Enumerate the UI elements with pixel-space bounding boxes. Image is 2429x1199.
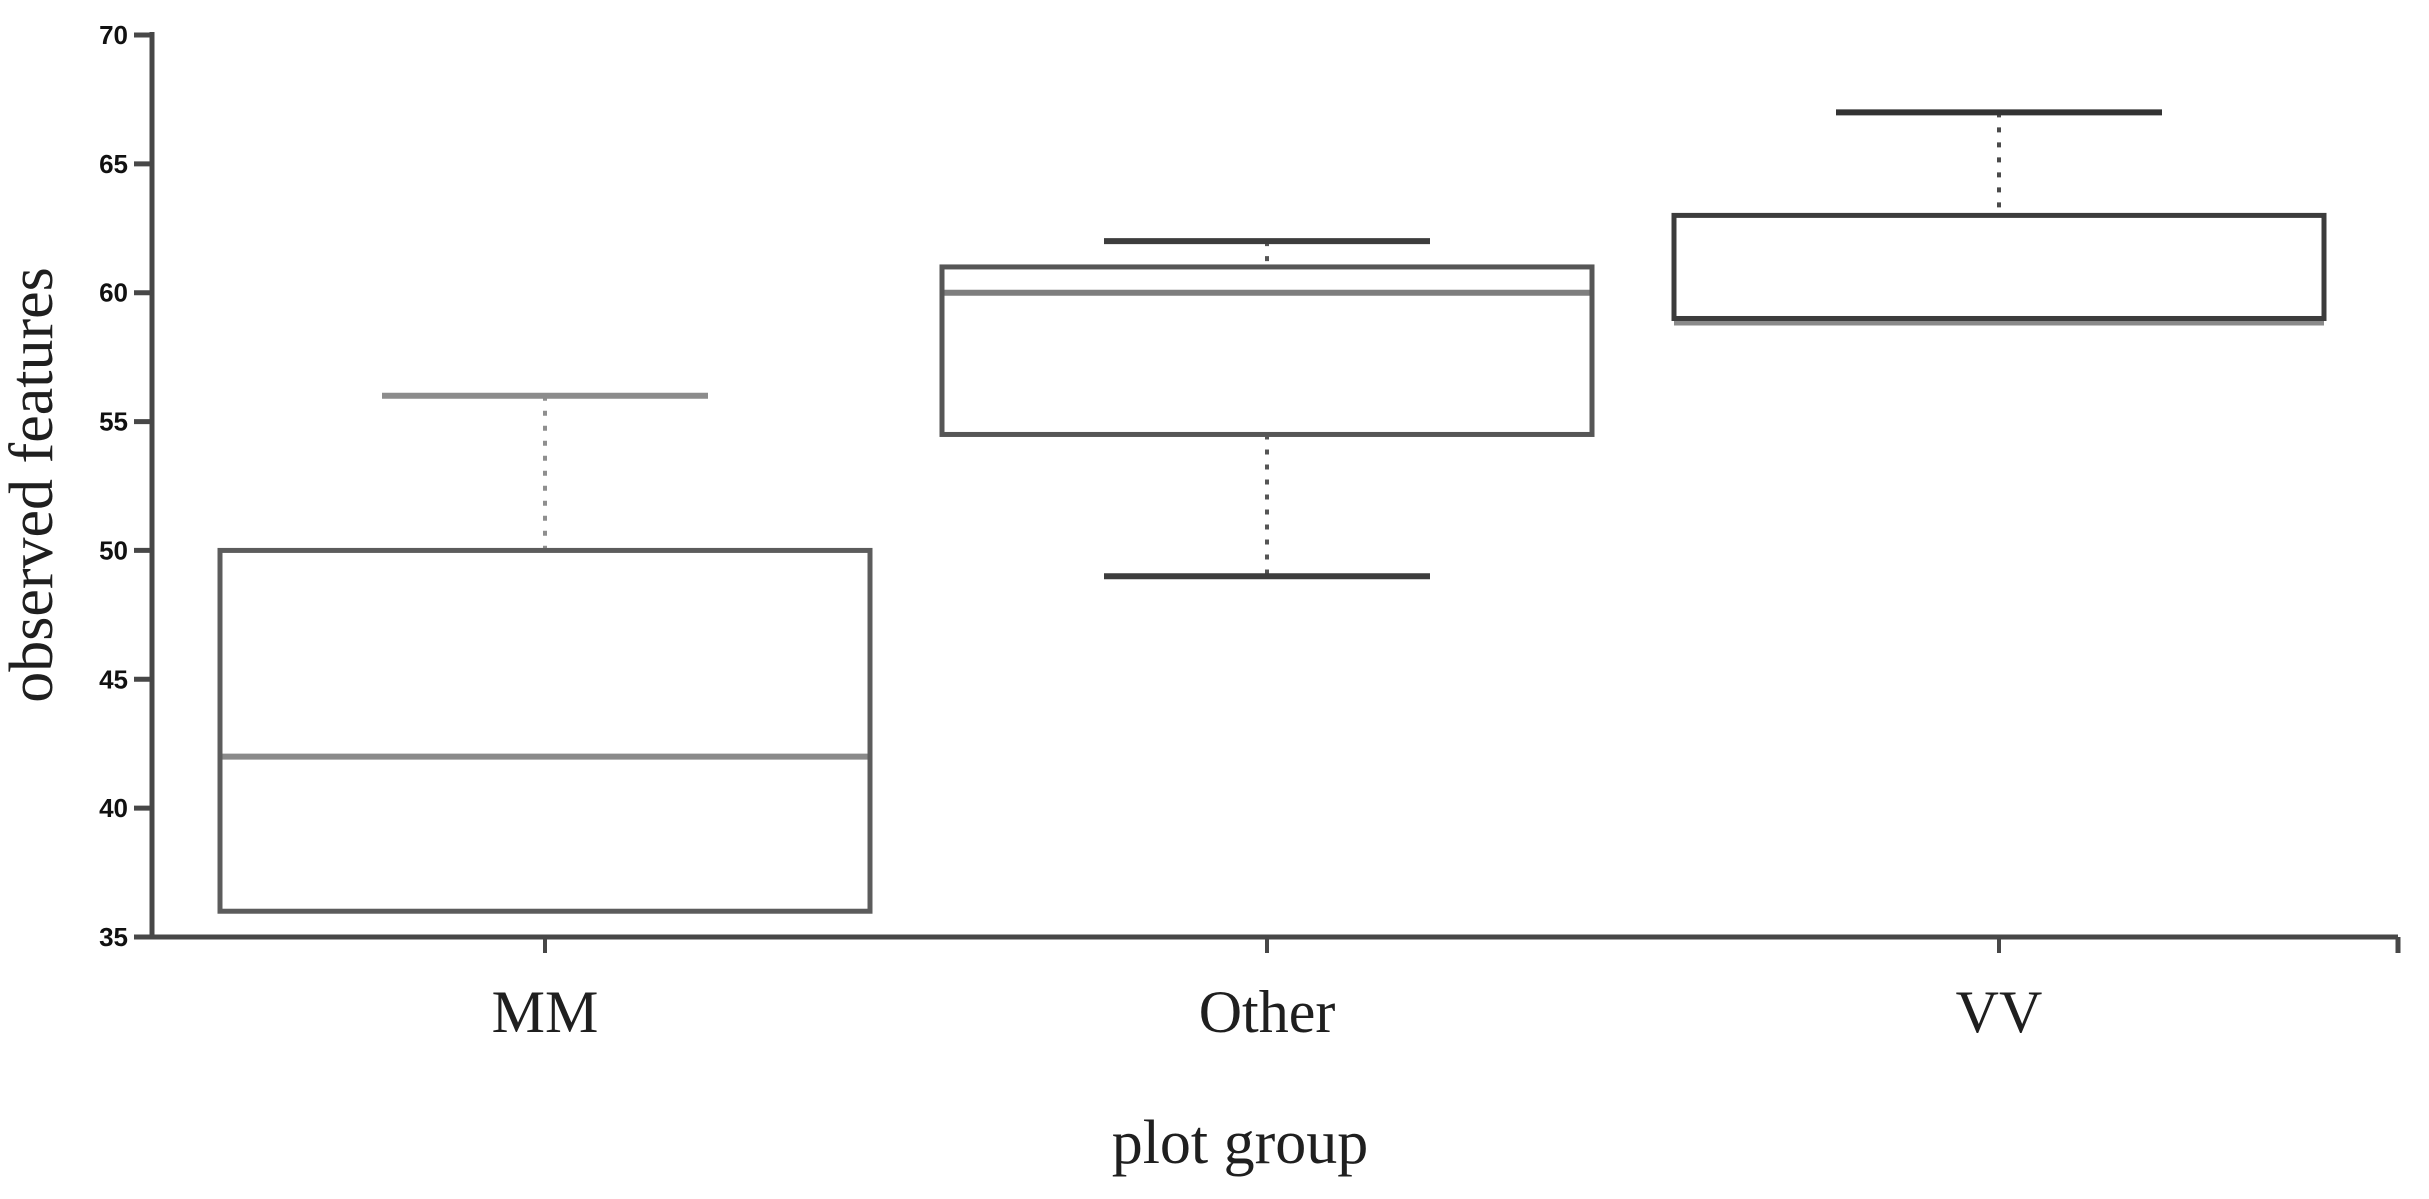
box-vv [1671,212,2327,321]
y-tick-label: 35 [99,922,128,952]
x-category-label: Other [1199,979,1336,1045]
y-tick-label: 40 [99,793,128,823]
y-axis-title: observed features [0,267,66,703]
y-tick-label: 65 [99,149,128,179]
y-tick-label: 70 [99,20,128,50]
y-tick-label: 50 [99,535,128,565]
x-category-label: MM [492,979,599,1045]
y-tick-label: 55 [99,407,128,437]
box-mm [217,547,873,914]
y-tick-label: 60 [99,278,128,308]
x-axis-title: plot group [1112,1109,1369,1177]
x-category-label: VV [1956,979,2043,1045]
box-other [939,264,1595,437]
y-tick-label: 45 [99,664,128,694]
